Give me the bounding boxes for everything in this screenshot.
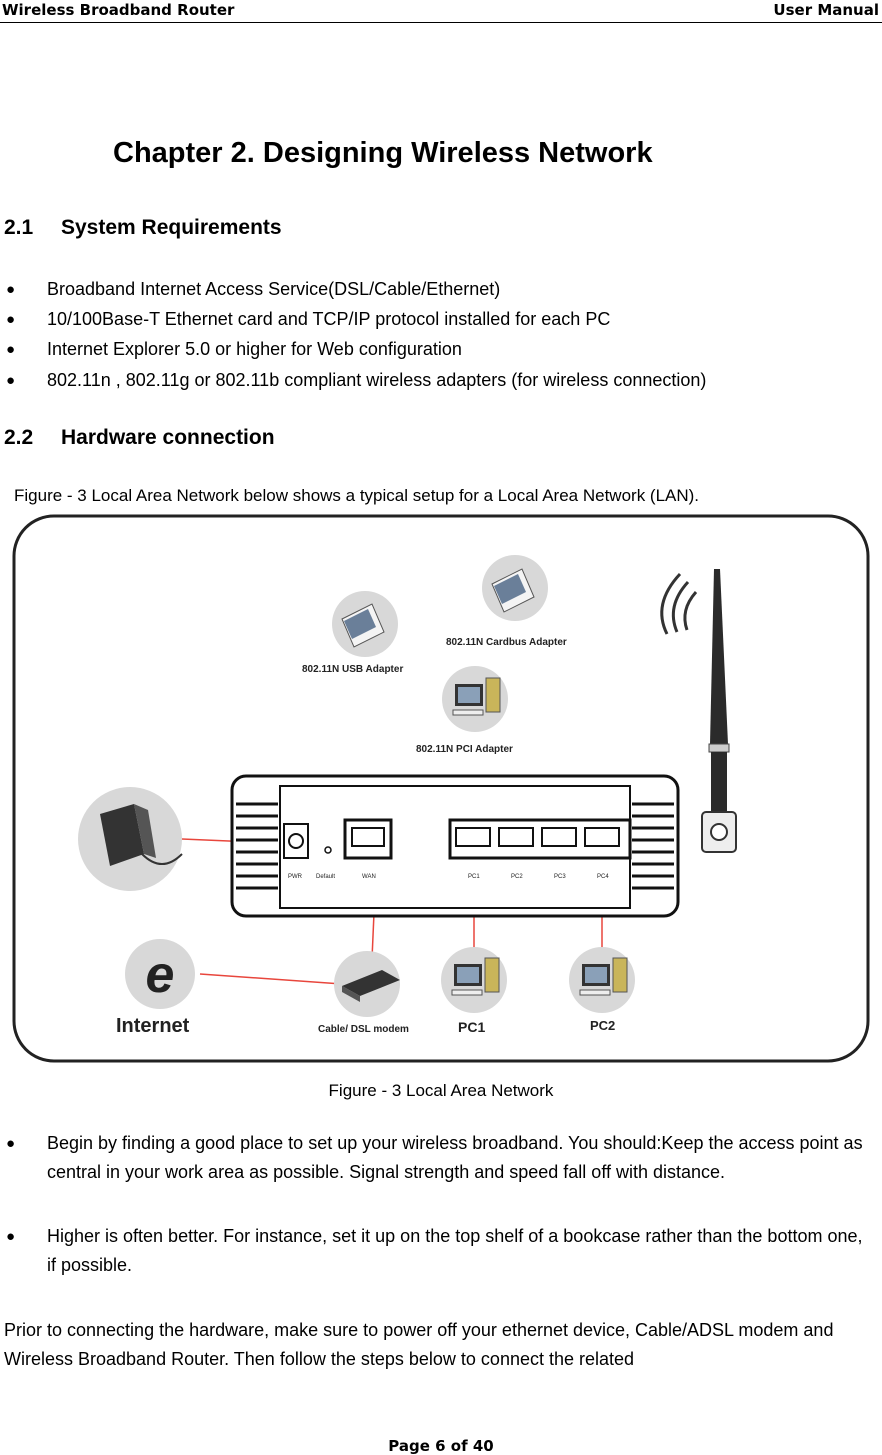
usb-adapter-label: 802.11N USB Adapter [302, 664, 403, 675]
usb-adapter-illustration: 802.11N USB Adapter [302, 591, 403, 675]
header-doc-type: User Manual [773, 1, 879, 19]
section-heading-hardware-connection: 2.2 Hardware connection [4, 426, 275, 450]
port-label-pc2: PC2 [511, 874, 523, 880]
section-number: 2.2 [4, 426, 34, 449]
desktop-pc-icon [452, 677, 501, 716]
page-footer: Page 6 of 40 [388, 1437, 494, 1455]
section-number: 2.1 [4, 216, 34, 239]
chapter-title: Chapter 2. Designing Wireless Network [113, 137, 653, 169]
section-title: Hardware connection [61, 426, 275, 449]
cardbus-adapter-illustration: 802.11N Cardbus Adapter [446, 555, 567, 648]
power-adapter-illustration [78, 787, 183, 891]
bullet-icon: ● [6, 341, 16, 358]
port-label-pc4: PC4 [597, 874, 609, 880]
port-label-pc1: PC1 [468, 874, 480, 880]
port-label-pc3: PC3 [554, 874, 566, 880]
pci-adapter-label: 802.11N PCI Adapter [416, 744, 513, 755]
port-label-default: Default [316, 874, 335, 880]
lan-setup-figure: 802.11N USB Adapter 802.11N Cardbus Adap… [12, 514, 870, 1063]
figure-intro-text: Figure - 3 Local Area Network below show… [14, 486, 700, 505]
internet-illustration: e Internet [116, 939, 195, 1037]
pc1-label: PC1 [458, 1019, 485, 1035]
requirement-item: ●802.11n , 802.11g or 802.11b compliant … [6, 366, 872, 395]
requirement-item: ●Internet Explorer 5.0 or higher for Web… [6, 335, 872, 364]
port-label-pwr: PWR [288, 874, 303, 880]
pc2-label: PC2 [590, 1018, 615, 1033]
pc1-illustration: PC1 [441, 947, 507, 1035]
pc2-illustration: PC2 [569, 947, 635, 1033]
tip-item: ●Begin by finding a good place to set up… [6, 1129, 872, 1187]
internet-explorer-icon: e [146, 946, 175, 1004]
antenna-illustration [701, 569, 737, 853]
pci-adapter-illustration: 802.11N PCI Adapter [416, 666, 513, 755]
bullet-icon: ● [6, 311, 16, 328]
requirement-item: ●10/100Base-T Ethernet card and TCP/IP p… [6, 305, 872, 334]
desktop-pc-icon [579, 957, 628, 996]
modem-label: Cable/ DSL modem [318, 1024, 409, 1035]
bullet-icon: ● [6, 1228, 16, 1245]
bullet-icon: ● [6, 281, 16, 298]
internet-label: Internet [116, 1015, 190, 1037]
laptop-icon [341, 603, 385, 648]
bullet-icon: ● [6, 1135, 16, 1152]
page-header: Wireless Broadband Router User Manual [0, 0, 882, 23]
figure-caption: Figure - 3 Local Area Network [328, 1081, 554, 1100]
router-illustration: PWR Default WAN PC1 PC2 PC3 PC4 [230, 774, 680, 918]
wireless-signal-icon [660, 572, 698, 635]
section-title: System Requirements [61, 216, 282, 239]
modem-illustration: Cable/ DSL modem [318, 951, 409, 1035]
port-label-wan: WAN [362, 874, 376, 880]
laptop-icon [491, 568, 535, 613]
bullet-icon: ● [6, 372, 16, 389]
closing-paragraph: Prior to connecting the hardware, make s… [4, 1320, 834, 1369]
desktop-pc-icon [451, 957, 500, 996]
reset-button [324, 846, 332, 854]
header-product-name: Wireless Broadband Router [2, 1, 235, 19]
requirement-item: ●Broadband Internet Access Service(DSL/C… [6, 275, 872, 304]
cardbus-adapter-label: 802.11N Cardbus Adapter [446, 637, 567, 648]
tip-item: ●Higher is often better. For instance, s… [6, 1222, 872, 1280]
section-heading-system-requirements: 2.1 System Requirements [4, 216, 282, 240]
